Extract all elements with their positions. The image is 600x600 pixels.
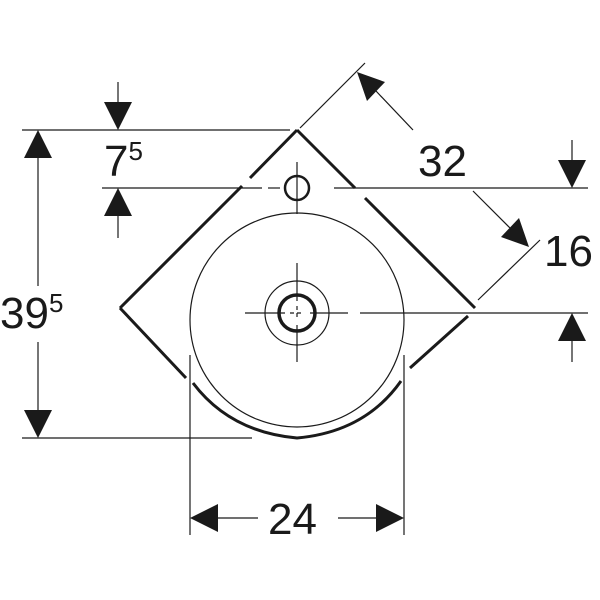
label-tap-offset: 75 (104, 137, 143, 186)
tap-hole (283, 162, 311, 214)
label-diagonal-width: 32 (418, 140, 467, 184)
label-total-depth-sup: 5 (48, 288, 64, 318)
label-diagonal-width-main: 32 (418, 137, 467, 186)
dimension-total-depth (24, 130, 52, 438)
dimension-bowl-width (190, 504, 404, 532)
dimension-diagonal-width (299, 62, 541, 301)
waste-outlet (245, 263, 348, 362)
label-tap-offset-sup: 5 (128, 136, 143, 166)
bowl-circle (189, 212, 405, 428)
dimension-tap-offset (104, 82, 132, 238)
label-waste-offset-main: 16 (544, 227, 593, 276)
reference-lines (22, 129, 588, 535)
dimension-waste-offset (558, 140, 586, 362)
label-waste-offset: 16 (544, 230, 593, 274)
label-total-depth-main: 39 (0, 289, 49, 338)
label-bowl-width: 24 (268, 498, 317, 542)
label-total-depth: 395 (0, 289, 63, 338)
label-tap-offset-main: 7 (104, 137, 129, 186)
label-bowl-width-main: 24 (268, 495, 317, 544)
basin-outline (118, 128, 477, 440)
